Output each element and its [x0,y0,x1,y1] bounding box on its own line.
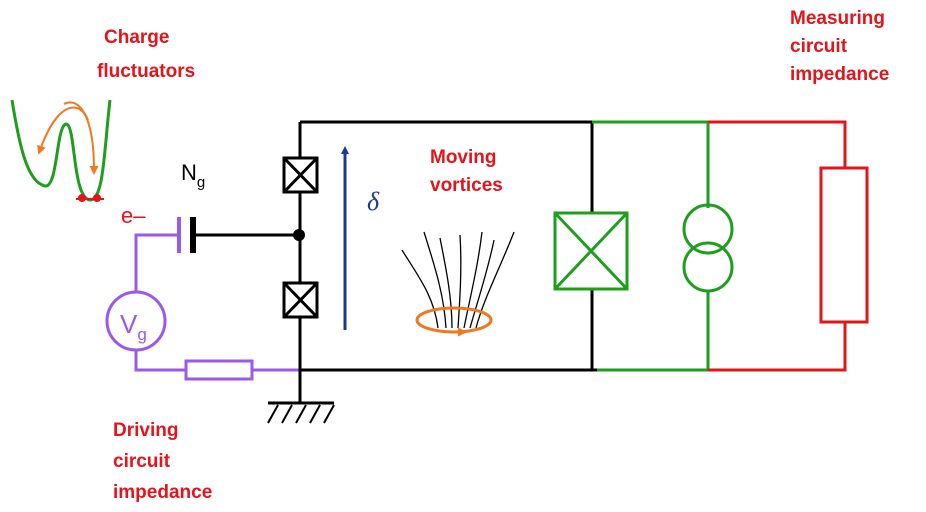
measuring-circuit [708,120,869,372]
vortex-loop [415,306,493,334]
tunneling-arrow-left [37,106,89,155]
charge-dot-left [78,194,86,202]
vortex-field-lines [401,231,515,329]
electron-label: e– [121,203,146,228]
island-node [293,229,305,241]
driving-wire-bottom [134,350,186,372]
driving-circuit-impedance-label: Driving circuit impedance [113,420,212,503]
tunneling-arrow-right [63,101,99,175]
main-circuit [193,120,597,424]
voltage-source [105,290,167,352]
double-well-potential [10,99,112,202]
potential-curve [10,99,112,202]
charge-fluctuators-label: Charge fluctuators [97,27,195,82]
josephson-junction-top [282,156,319,194]
phase-label: δ [367,187,380,216]
red-bottom-wire [708,322,847,372]
charge-dot-right [93,194,101,202]
gate-charge-label: Ng [181,160,205,191]
current-source-lower [682,241,734,293]
measuring-impedance-resistor [819,166,869,324]
driving-wire-top [134,233,178,292]
moving-vortices-label: Moving vortices [430,147,503,196]
current-source-upper [682,203,734,255]
measuring-circuit-impedance-label: Measuring circuit impedance [790,8,890,85]
parallel-josephson-junction [553,211,629,291]
driving-circuit [105,217,300,381]
josephson-junction-bottom [282,281,319,319]
red-top-wire [708,120,847,168]
green-circuit [553,120,734,372]
driving-impedance-resistor [184,359,254,381]
gate-voltage-label: Vg [120,309,147,344]
